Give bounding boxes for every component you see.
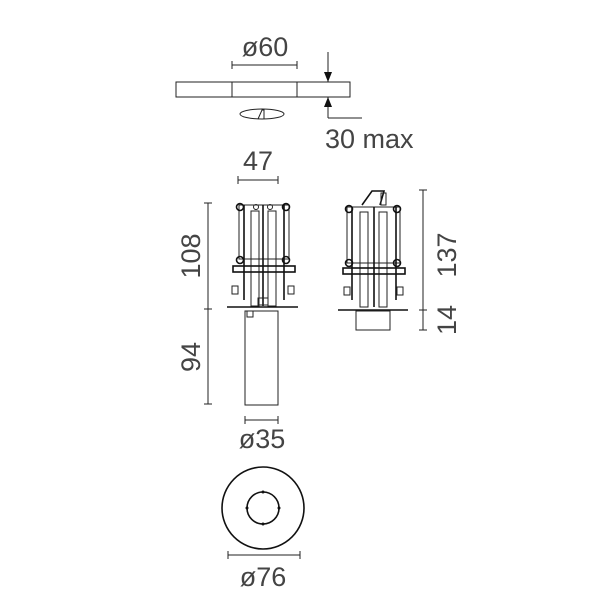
total-height-label: 137 [432,232,462,277]
ceiling-thickness-label: 30 max [325,124,414,154]
projection-label: 14 [432,305,462,335]
fixture-bottom-view [221,466,305,550]
tube-diameter-label: ø35 [239,424,286,454]
fixture-side-view [338,190,408,331]
fixture-front-view [227,202,298,406]
outer-diameter-label: ø76 [240,562,287,592]
body-width-label: 47 [243,146,273,176]
trim-diameter-label: ø60 [242,32,289,62]
rotation-icon [239,108,285,120]
tube-length-label: 94 [176,342,206,372]
ceiling-section [175,52,362,119]
body-height-label: 108 [176,233,206,278]
